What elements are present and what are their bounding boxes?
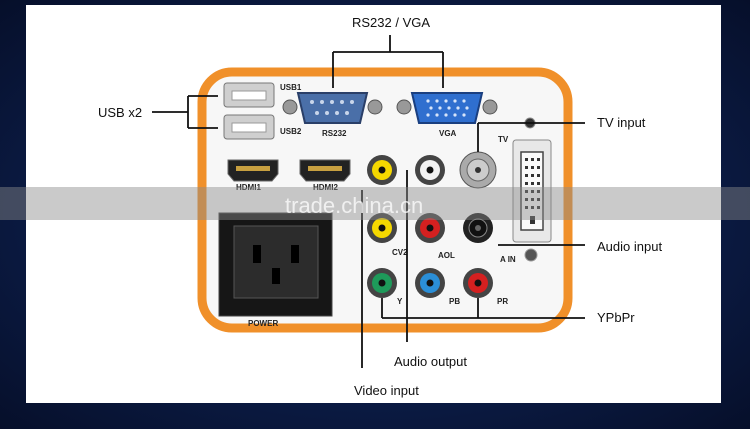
usb-ports: USB1 USB2	[223, 82, 302, 140]
rca-jacks: CV2 AOL Y PB PR	[367, 151, 508, 306]
a-in-jack	[524, 248, 538, 262]
audio-in-jack	[463, 213, 493, 243]
rca-yellow-cv2	[367, 213, 397, 243]
rca-blue	[415, 268, 445, 298]
rs232-port: RS232	[282, 92, 383, 138]
hdmi1-label: HDMI1	[236, 183, 261, 192]
watermark-text: trade.china.cn	[285, 193, 423, 218]
usb1-label: USB1	[280, 83, 302, 92]
rca-white	[415, 155, 445, 185]
tv-coax-port	[459, 151, 497, 189]
vga-label: VGA	[439, 129, 457, 138]
callout-audio-input: Audio input	[597, 239, 662, 254]
callout-usb: USB x2	[98, 105, 142, 120]
rca-green	[367, 268, 397, 298]
pb-label: PB	[449, 297, 460, 306]
callout-audio-output: Audio output	[394, 354, 467, 369]
a-in-label: A IN	[500, 255, 516, 264]
aol-label: AOL	[438, 251, 455, 260]
pr-label: PR	[497, 297, 508, 306]
y-label: Y	[397, 297, 403, 306]
tv-label: TV	[498, 135, 509, 144]
power-label: POWER	[248, 319, 278, 328]
hdmi2-label: HDMI2	[313, 183, 338, 192]
callout-rs232-vga: RS232 / VGA	[352, 15, 430, 30]
power-inlet: POWER	[218, 212, 333, 328]
vga-port: VGA	[396, 92, 498, 138]
rs232-label: RS232	[322, 129, 347, 138]
hdmi-ports: HDMI1 HDMI2	[227, 159, 351, 192]
cv2-label: CV2	[392, 248, 408, 257]
watermark-band	[0, 187, 750, 220]
rca-yellow-top	[367, 155, 397, 185]
callout-tv-input: TV input	[597, 115, 646, 130]
callout-video-input: Video input	[354, 383, 419, 398]
rca-red	[415, 213, 445, 243]
rca-red-pr	[463, 268, 493, 298]
callout-lines	[152, 35, 585, 368]
usb2-label: USB2	[280, 127, 302, 136]
callout-ypbpr: YPbPr	[597, 310, 635, 325]
